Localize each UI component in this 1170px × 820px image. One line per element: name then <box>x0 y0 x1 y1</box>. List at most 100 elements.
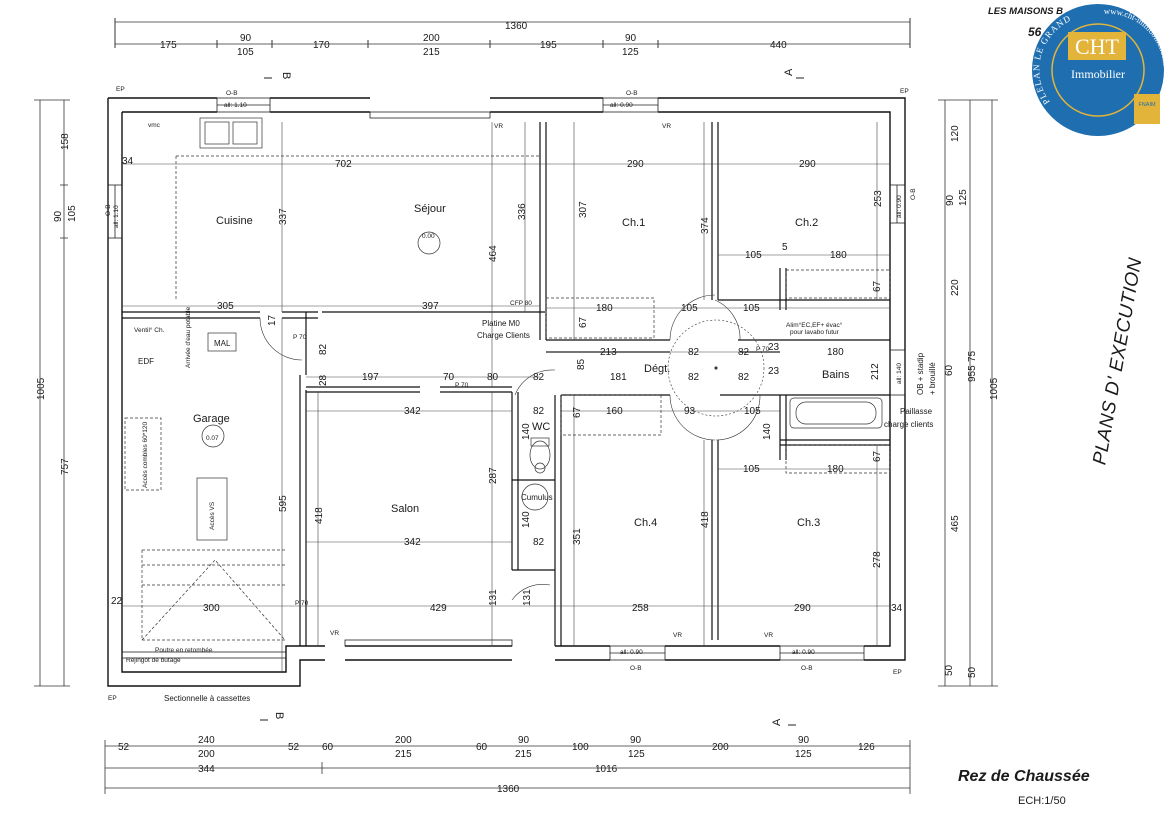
dim-bot-5: 200 <box>395 735 412 746</box>
note-al110-left: all: 1.10 <box>113 205 120 228</box>
room-cumulus: Cumulus <box>521 493 553 502</box>
dim-top-6b: 125 <box>622 47 639 58</box>
section-a-bottom: A <box>771 718 783 726</box>
note-ob-stadip: OB + stadip <box>916 352 925 395</box>
note-vr-4: VR <box>764 632 773 639</box>
section-markers: B B A A <box>260 68 804 726</box>
note-vmc: vmc <box>148 122 161 129</box>
dim-82b: 82 <box>738 347 750 358</box>
dim-right-3: 220 <box>950 279 961 296</box>
dim-82a: 82 <box>688 347 700 358</box>
dim-bot-total: 1360 <box>497 784 520 795</box>
section-b-bottom: B <box>273 712 285 719</box>
section-a-top: A <box>783 68 795 76</box>
level-garage: 0.07 <box>206 435 219 442</box>
dim-top-2b: 105 <box>237 47 254 58</box>
dim-bot-3: 52 <box>288 742 300 753</box>
dim-right-1: 120 <box>950 125 961 142</box>
dim-342a: 342 <box>404 406 421 417</box>
note-sectionnelle: Sectionnelle à cassettes <box>164 694 250 703</box>
room-salon: Salon <box>391 503 419 515</box>
note-cfp: CFP 80 <box>510 300 532 307</box>
note-ob-3: O-B <box>630 665 642 672</box>
bottom-dimensions <box>104 740 911 794</box>
dim-top-1: 175 <box>160 40 177 51</box>
dim-397: 397 <box>422 301 439 312</box>
interior-dimension-labels: 702 290 290 305 397 337 336 307 374 253 … <box>111 156 903 614</box>
note-platine: Platine M0 <box>482 319 520 328</box>
dim-418a: 418 <box>314 507 325 524</box>
dim-80: 80 <box>487 372 499 383</box>
dim-left-2b: 105 <box>67 205 78 222</box>
level-main: 0.00 <box>422 233 435 240</box>
note-acces-combles: Accès combles 60*120 <box>142 421 149 488</box>
dim-top-5: 195 <box>540 40 557 51</box>
dim-right-9: 50 <box>967 666 978 678</box>
dim-278: 278 <box>872 551 883 568</box>
dim-top-2: 90 <box>240 33 252 44</box>
dim-28: 28 <box>318 374 329 386</box>
dim-160: 160 <box>606 406 623 417</box>
note-ep-4: EP <box>893 669 902 676</box>
dim-top-6: 90 <box>625 33 637 44</box>
dim-bot-1: 52 <box>118 742 130 753</box>
note-vr-1: VR <box>494 123 503 130</box>
dim-top-total: 1360 <box>505 21 528 32</box>
note-al090-b1: all: 0.90 <box>620 649 643 656</box>
dim-140a: 140 <box>521 423 532 440</box>
scale-label: ECH:1/50 <box>1018 795 1066 807</box>
dim-197: 197 <box>362 372 379 383</box>
room-labels: Séjour Cuisine Ch.1 Ch.2 Ch.3 Ch.4 Garag… <box>138 203 850 529</box>
dim-top-4: 200 <box>423 33 440 44</box>
brand-text: LES MAISONS B <box>988 6 1063 17</box>
room-ch3: Ch.3 <box>797 517 820 529</box>
cht-logo: CHT Immobilier FNAIM PLELAN LE GRAND www… <box>1031 4 1168 136</box>
room-sejour: Séjour <box>414 203 446 215</box>
dim-bot-1016: 1016 <box>595 764 618 775</box>
note-ob-5: O-B <box>105 204 112 216</box>
dim-287: 287 <box>488 467 499 484</box>
section-b-top: B <box>280 72 292 79</box>
dim-top-7: 440 <box>770 40 787 51</box>
room-ch4: Ch.4 <box>634 517 657 529</box>
dim-34: 34 <box>891 603 903 614</box>
dim-67d: 67 <box>872 450 883 462</box>
left-dimensions <box>34 99 70 687</box>
room-bains: Bains <box>822 369 850 381</box>
dim-180a: 180 <box>830 250 847 261</box>
label-mal: MAL <box>214 339 231 348</box>
room-ch2: Ch.2 <box>795 217 818 229</box>
dim-212: 212 <box>870 363 881 380</box>
dim-351: 351 <box>572 528 583 545</box>
dim-82e: 82 <box>318 343 329 355</box>
dim-67b: 67 <box>872 280 883 292</box>
dim-top-4b: 215 <box>423 47 440 58</box>
dim-34b: 34 <box>122 156 134 167</box>
dim-180c: 180 <box>827 347 844 358</box>
dim-105b: 105 <box>681 303 698 314</box>
note-rejingot: Rejingot de butage <box>126 657 181 664</box>
dim-left-3: 757 <box>60 458 71 475</box>
dim-left-2: 90 <box>53 210 64 222</box>
brand-code: 56 <box>1028 25 1042 39</box>
dim-bot-7b: 215 <box>515 749 532 760</box>
dim-464: 464 <box>488 245 499 262</box>
note-ob-2: O-B <box>626 90 638 97</box>
door-swings <box>259 294 765 601</box>
note-vr-5: VR <box>330 630 339 637</box>
dim-82f: 82 <box>738 372 750 383</box>
dim-105a: 105 <box>745 250 762 261</box>
dim-429: 429 <box>430 603 447 614</box>
dim-82c: 82 <box>533 406 545 417</box>
note-ep-3: EP <box>108 695 117 702</box>
note-poutre: Poutre en retombée <box>155 647 213 654</box>
dim-67a: 67 <box>578 316 589 328</box>
room-cuisine: Cuisine <box>216 215 253 227</box>
dim-105e: 105 <box>743 464 760 475</box>
dim-82h: 82 <box>533 372 545 383</box>
dim-bot-5b: 215 <box>395 749 412 760</box>
note-vr-3: VR <box>673 632 682 639</box>
note-vr-2: VR <box>662 123 671 130</box>
dim-22: 22 <box>111 596 123 607</box>
